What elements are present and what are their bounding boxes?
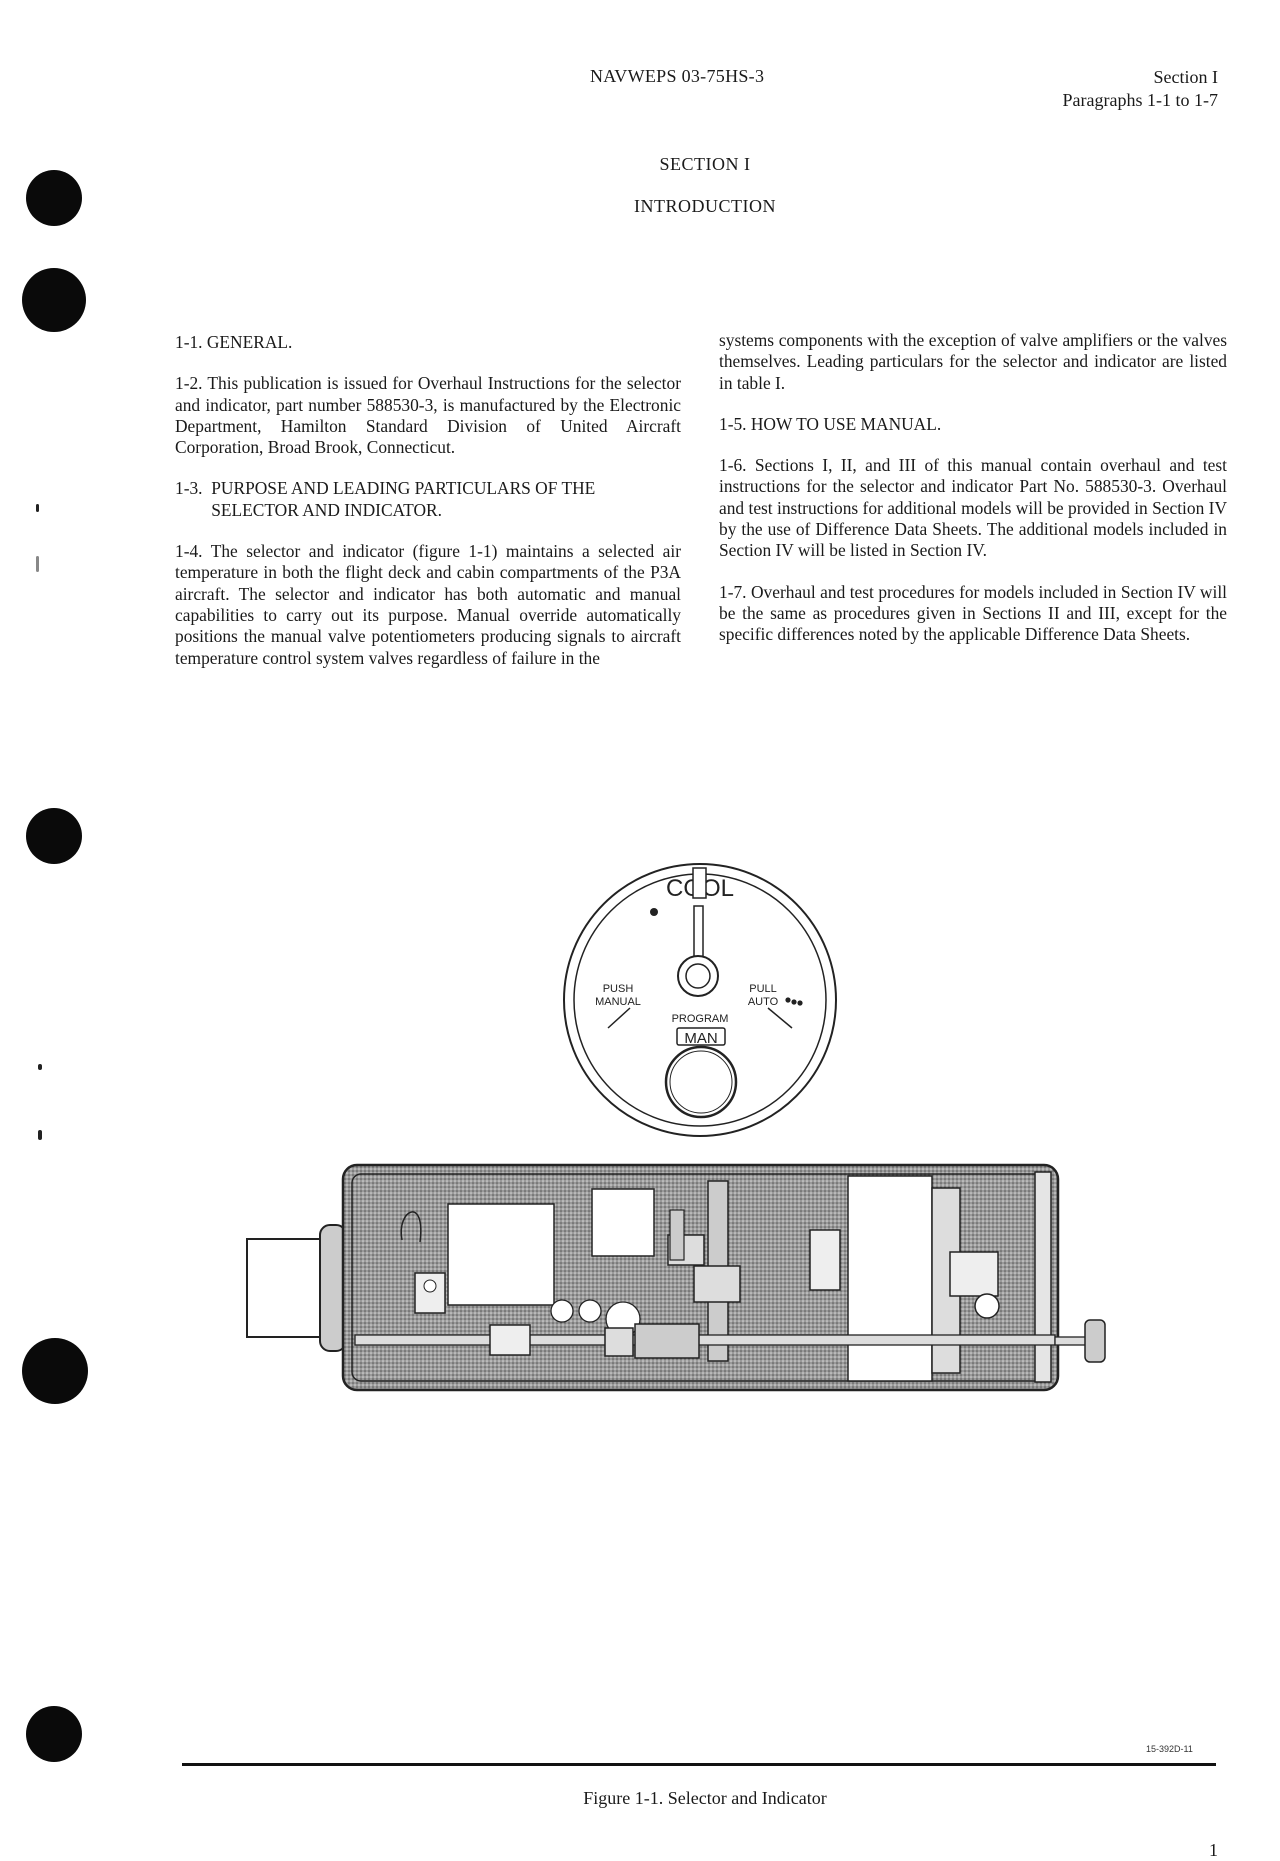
man-window	[676, 1027, 726, 1046]
dial-tick-right	[767, 1007, 793, 1029]
push-label: PUSH	[603, 983, 634, 995]
scan-speck	[38, 1064, 42, 1070]
wire-loop	[400, 1211, 422, 1243]
left-column: 1-1. GENERAL. 1-2. This publication is i…	[175, 332, 681, 669]
section-heading: INTRODUCTION	[634, 196, 776, 216]
selector-indicator-figure: COOL PUSH MANUAL PULL AUTO PROGRAM MAN	[246, 863, 1106, 1392]
paragraph-1-3: 1-3. PURPOSE AND LEADING PARTICULARS OF …	[175, 478, 681, 521]
paragraph-1-3-heading: PURPOSE AND LEADING PARTICULARS OF THE S…	[211, 478, 596, 520]
spool	[489, 1324, 531, 1356]
component-block	[591, 1188, 655, 1257]
shaft-coupling	[634, 1323, 700, 1359]
drawing-code: 15-392D-11	[1146, 1744, 1193, 1754]
switch-block	[809, 1229, 841, 1291]
auto-dot	[785, 997, 791, 1003]
scan-speck	[38, 1130, 42, 1140]
scan-speck	[36, 556, 39, 572]
face-plate	[1034, 1171, 1052, 1383]
binder-hole-1	[26, 170, 82, 226]
auto-dot	[797, 1000, 803, 1006]
fitting	[669, 1209, 685, 1261]
paragraph-range: Paragraphs 1-1 to 1-7	[1062, 90, 1218, 110]
section-title: SECTION I	[659, 154, 751, 174]
program-knob	[664, 1045, 738, 1119]
right-column: systems components with the exception of…	[719, 330, 1227, 646]
small-gauge	[550, 1299, 574, 1323]
gear	[693, 1265, 741, 1303]
figure-rule	[182, 1763, 1216, 1766]
knob-end	[1084, 1319, 1106, 1363]
main-shaft	[354, 1334, 1056, 1346]
small-gauge	[578, 1299, 602, 1323]
page-number: 1	[1209, 1840, 1218, 1860]
pull-label: PULL	[749, 983, 777, 995]
paragraph-1-6: 1-6. Sections I, II, and III of this man…	[719, 455, 1227, 561]
auto-label: AUTO	[748, 996, 779, 1008]
man-label: MAN	[684, 1030, 717, 1047]
binder-hole-2	[22, 268, 86, 332]
document-number: NAVWEPS 03-75HS-3	[590, 66, 765, 86]
section-reference: Section I Paragraphs 1-1 to 1-7	[1063, 66, 1218, 112]
scan-speck	[36, 504, 39, 512]
cam	[974, 1293, 1000, 1319]
paragraph-1-2: 1-2. This publication is issued for Over…	[175, 373, 681, 458]
terminal-block	[414, 1272, 446, 1314]
figure-caption: Figure 1-1. Selector and Indicator	[583, 1788, 827, 1808]
paragraph-1-1: 1-1. GENERAL.	[175, 332, 293, 352]
program-label: PROGRAM	[672, 1013, 729, 1025]
manual-label: MANUAL	[595, 996, 641, 1008]
binder-hole-3	[26, 808, 82, 864]
binder-hole-5	[26, 1706, 82, 1762]
selector-dial: COOL PUSH MANUAL PULL AUTO PROGRAM MAN	[563, 863, 837, 1137]
auto-dot	[791, 999, 797, 1005]
potentiometer-block	[949, 1251, 999, 1297]
motor-body	[847, 1175, 933, 1382]
dial-index-window	[692, 867, 707, 899]
section-label: Section I	[1153, 67, 1219, 87]
paragraph-1-3-number: 1-3.	[175, 478, 212, 499]
dial-dot	[650, 908, 658, 916]
dial-tick-left	[607, 1007, 631, 1029]
paragraph-1-5: 1-5. HOW TO USE MANUAL.	[719, 413, 942, 434]
binder-hole-4	[22, 1338, 88, 1404]
cutaway-housing	[246, 1163, 1106, 1392]
component-block	[447, 1203, 555, 1306]
paragraph-1-7: 1-7. Overhaul and test procedures for mo…	[719, 581, 1227, 645]
paragraph-1-4-continued: systems components with the exception of…	[719, 330, 1227, 393]
paragraph-1-4: 1-4. The selector and indicator (figure …	[175, 541, 681, 668]
bushing	[604, 1327, 634, 1357]
